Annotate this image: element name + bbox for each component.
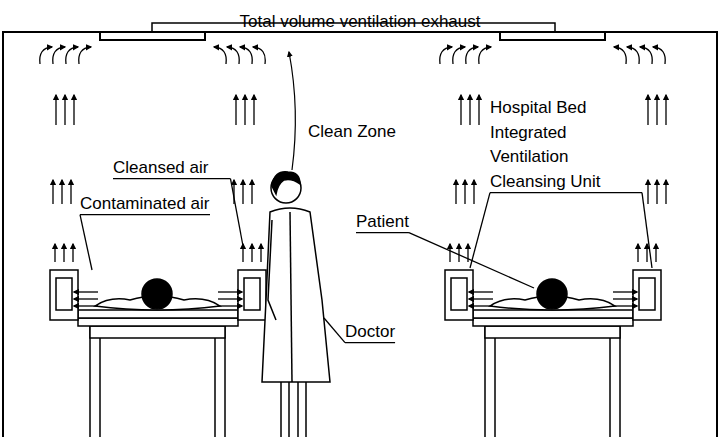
airflow-arrow — [251, 244, 252, 262]
airflow-arrow — [54, 244, 55, 262]
airflow-arrow — [469, 95, 470, 125]
label-underline — [80, 214, 210, 215]
patient-head — [537, 279, 567, 309]
airflow-arrow — [478, 95, 479, 125]
exhaust-curl — [40, 47, 52, 64]
exhaust-curl — [227, 47, 239, 64]
leader-line — [80, 215, 92, 270]
intake-arrow — [613, 291, 637, 292]
label-underline — [490, 192, 642, 193]
intake-arrow — [613, 298, 637, 299]
exhaust-curl — [653, 47, 665, 64]
intake-arrow — [218, 305, 242, 306]
leader-line — [409, 233, 534, 288]
airflow-arrow — [637, 244, 638, 262]
airflow-arrow — [656, 95, 657, 125]
intake-arrow — [218, 298, 242, 299]
airflow-arrow — [665, 180, 666, 204]
exhaust-curl — [253, 47, 265, 64]
airflow-arrow — [460, 95, 461, 125]
leader-line — [324, 318, 345, 343]
airflow-arrow — [55, 95, 56, 125]
airflow-arrow — [455, 180, 456, 204]
airflow-arrow — [64, 95, 65, 125]
airflow-arrow — [52, 180, 53, 204]
airflow-arrow — [464, 180, 465, 204]
hospital-bed — [445, 270, 661, 437]
exhaust-vent — [100, 32, 205, 40]
exhaust-label: Total volume ventilation exhaust — [240, 10, 481, 35]
label-underline — [345, 342, 395, 343]
airflow-arrow — [235, 95, 236, 125]
intake-arrow — [613, 305, 637, 306]
exhaust-curl — [214, 47, 226, 64]
exhaust-curl — [53, 47, 65, 64]
exhaust-curl — [466, 47, 478, 64]
intake-arrow — [469, 291, 493, 292]
intake-arrow — [74, 305, 98, 306]
airflow-arrow — [655, 244, 656, 262]
airflow-arrow — [244, 95, 245, 125]
exhaust-curl — [440, 47, 452, 64]
part-label: Doctor — [345, 320, 395, 345]
part-label: Patient — [356, 210, 409, 235]
cleansing-unit — [50, 270, 78, 320]
patient-head — [142, 279, 172, 309]
airflow-arrow — [242, 180, 243, 204]
part-label: Hospital Bed Integrated Ventilation Clea… — [490, 96, 642, 195]
intake-arrow — [74, 291, 98, 292]
label-underline — [356, 232, 409, 233]
cleansing-unit — [238, 270, 266, 320]
part-label: Cleansed air — [113, 156, 208, 181]
exhaust-curl — [79, 47, 91, 64]
exhaust-curl — [453, 47, 465, 64]
airflow-arrow — [646, 244, 647, 262]
airflow-arrow — [70, 180, 71, 204]
cleansing-unit — [445, 270, 473, 320]
exhale-arrow — [289, 52, 295, 170]
exhaust-vent — [500, 32, 605, 40]
hospital-bed — [50, 270, 266, 437]
exhaust-curl — [66, 47, 78, 64]
zone-label: Clean Zone — [308, 120, 396, 145]
intake-arrow — [469, 305, 493, 306]
exhaust-curl — [240, 47, 252, 64]
intake-arrow — [469, 298, 493, 299]
doctor-figure — [262, 52, 330, 437]
airflow-arrow — [647, 180, 648, 204]
cleansing-unit — [633, 270, 661, 320]
airflow-arrow — [458, 244, 459, 262]
part-label: Contaminated air — [80, 192, 210, 217]
room-outline — [3, 32, 717, 437]
leader-line — [470, 193, 490, 268]
airflow-arrow — [242, 244, 243, 262]
airflow-arrow — [449, 244, 450, 262]
airflow-arrow — [665, 95, 666, 125]
airflow-arrow — [656, 180, 657, 204]
airflow-arrow — [73, 95, 74, 125]
leader-line — [642, 193, 652, 268]
airflow-arrow — [63, 244, 64, 262]
exhaust-curl — [479, 47, 491, 64]
label-underline — [113, 178, 230, 179]
exhaust-curl — [627, 47, 639, 64]
airflow-arrow — [61, 180, 62, 204]
exhaust-curl — [640, 47, 652, 64]
airflow-arrow — [647, 95, 648, 125]
airflow-arrow — [473, 180, 474, 204]
leader-line — [230, 179, 243, 246]
airflow-arrow — [251, 180, 252, 204]
intake-arrow — [218, 291, 242, 292]
airflow-arrow — [253, 95, 254, 125]
airflow-arrow — [72, 244, 73, 262]
airflow-arrow — [260, 244, 261, 262]
exhaust-curl — [614, 47, 626, 64]
intake-arrow — [74, 298, 98, 299]
